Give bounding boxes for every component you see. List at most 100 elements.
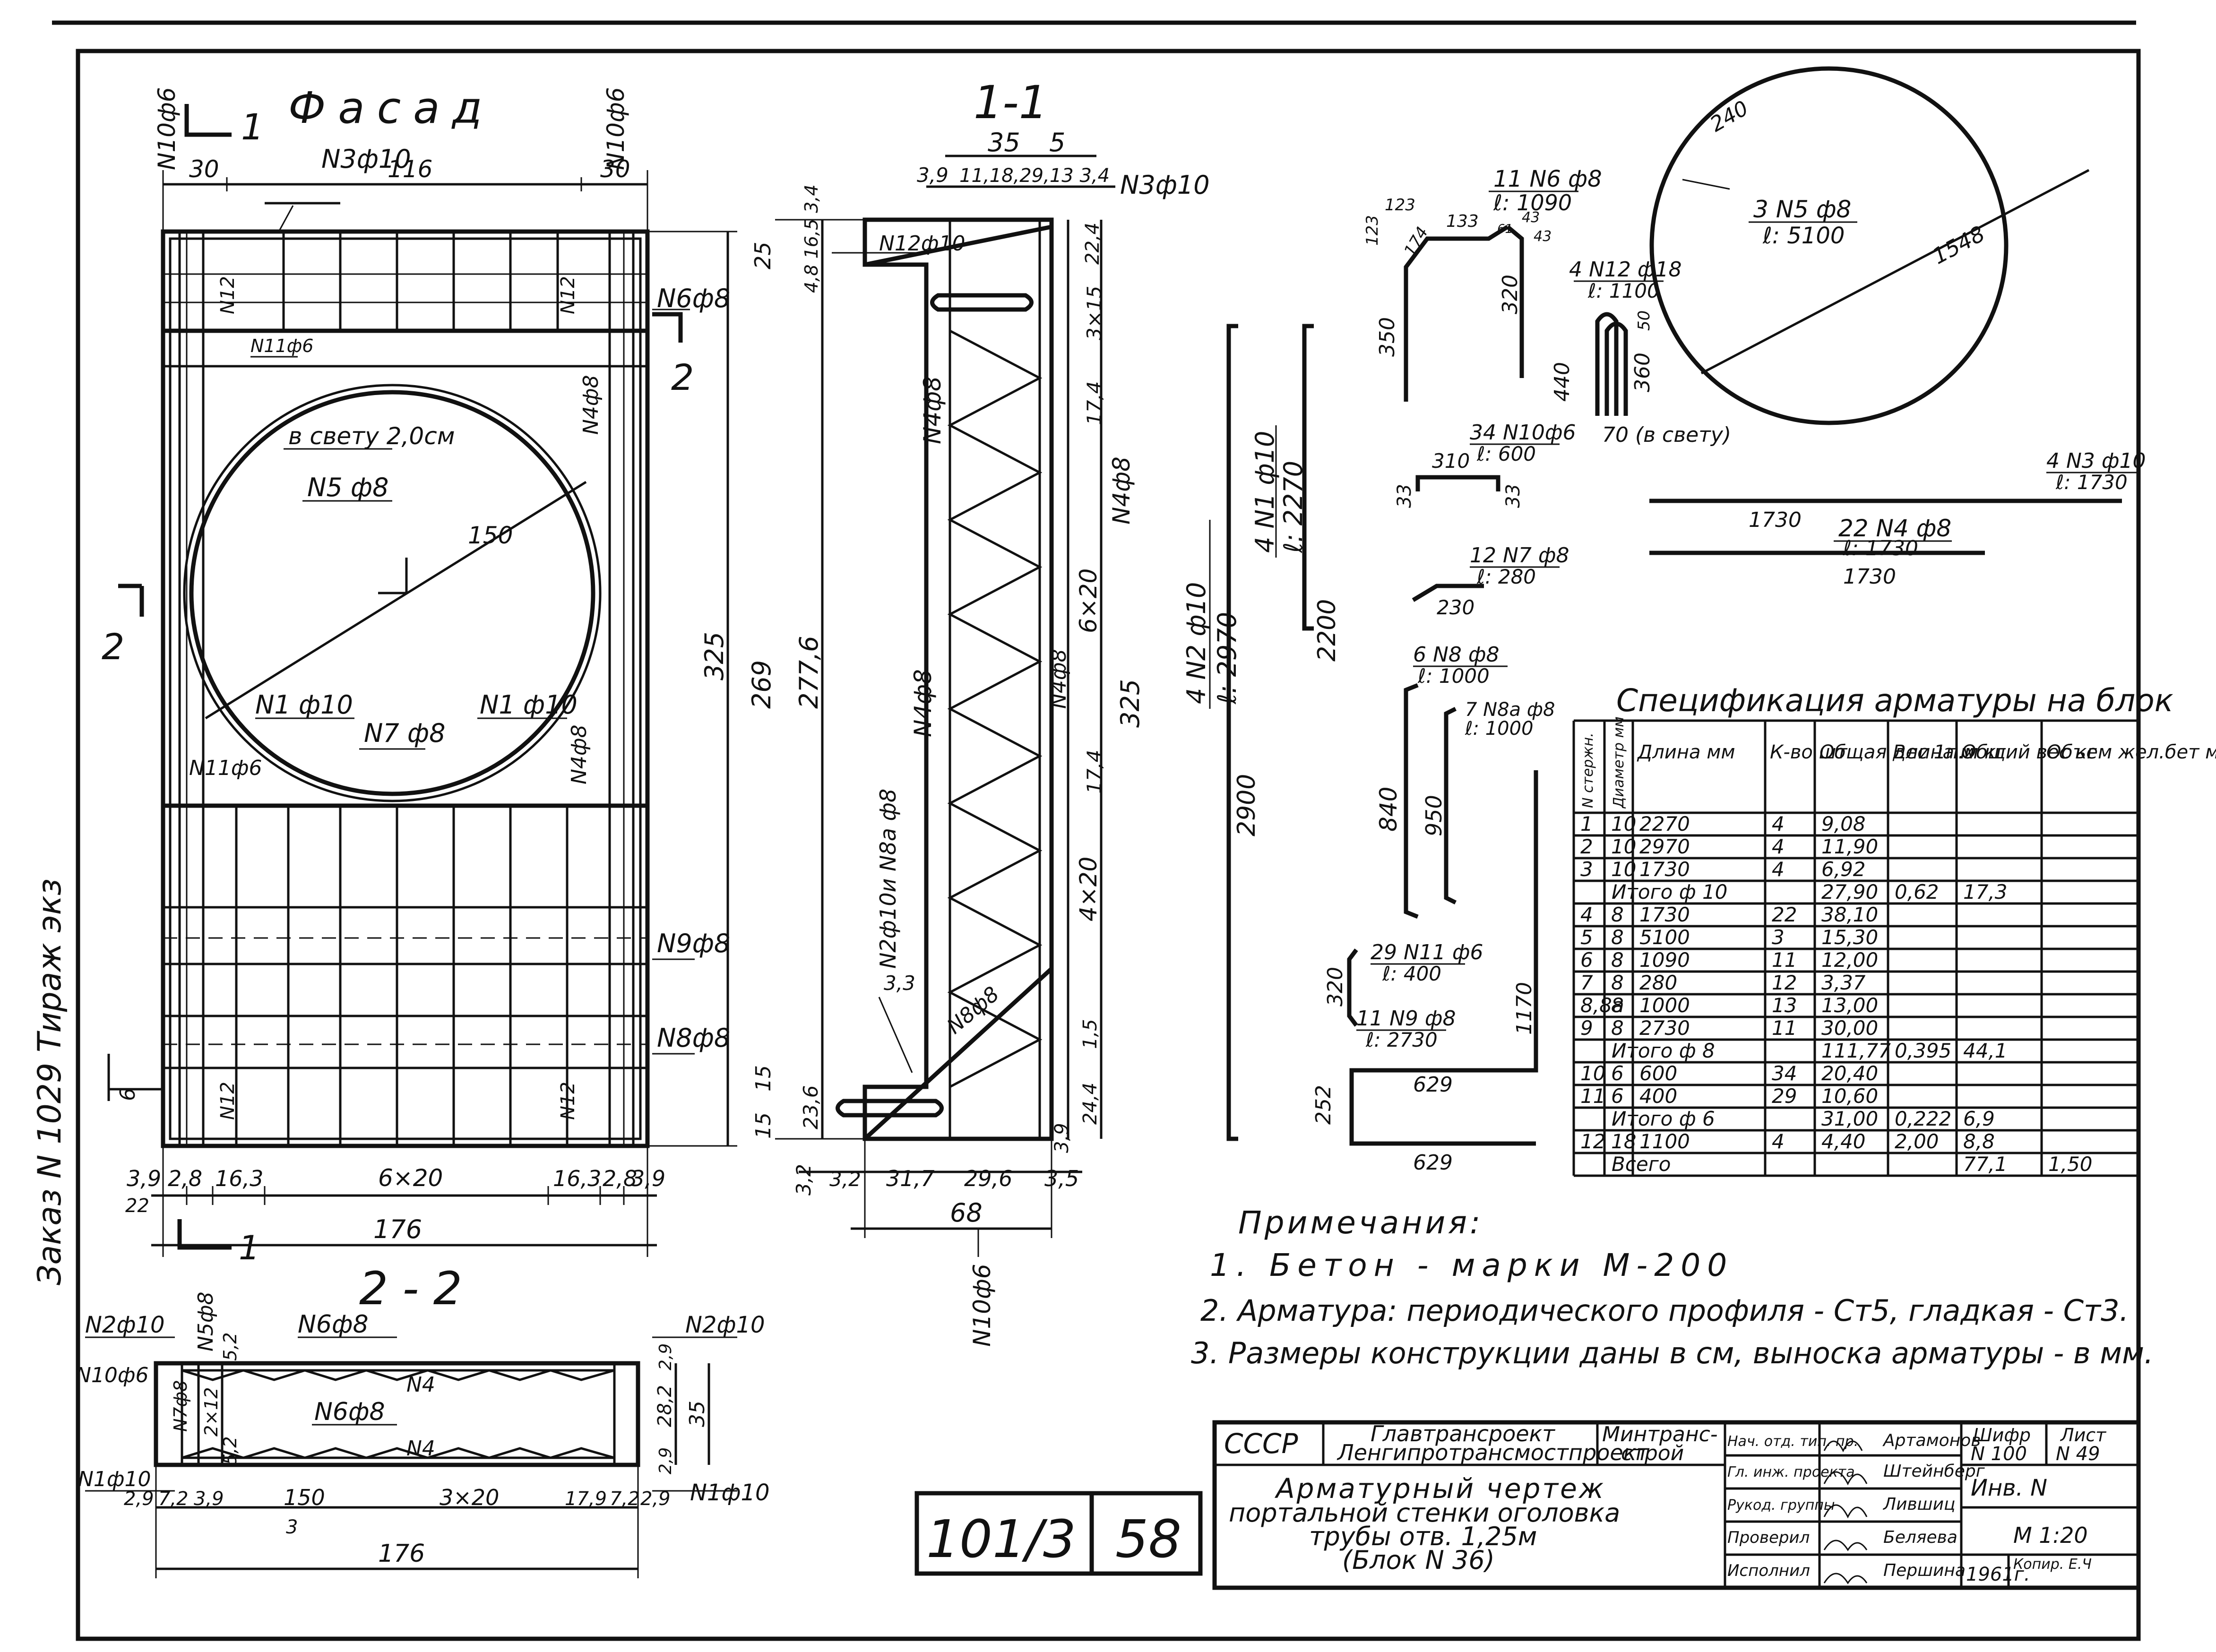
spec-cell: 1,50 [2048, 1153, 2093, 1176]
s11-dim-b-29-6: 29,6 [964, 1166, 1012, 1191]
sheet-number-box: 101/3 58 [914, 1491, 1203, 1576]
spec-header-2: Длина мм [1637, 741, 1735, 763]
title-block: СССР Главтрансроект Ленгипротрансмостпро… [1212, 1420, 2141, 1590]
bar-shape-n6-right [1506, 225, 1524, 378]
s22-dim-h-3x20: 3×20 [440, 1485, 499, 1510]
s11-dim-3-9: 3,9 [917, 163, 948, 187]
spec-cell: 280 [1639, 971, 1677, 994]
spec-header-3: К-во шт [1770, 741, 1848, 763]
section-2-2: 2 - 2 N2ф10 N5ф8 N10ф6 N7ф8 5,2 2×12 5,2 [76, 1262, 770, 1578]
bar-shape-n6 [1404, 225, 1509, 402]
tb-role-5: Исполнил [1727, 1561, 1810, 1580]
spec-cell: 3 [1580, 858, 1593, 881]
spec-cell: 12 [1772, 971, 1797, 994]
bar-n6-count: 11 N6 ф8 [1493, 166, 1602, 192]
s22-label-n7: N7ф8 [170, 1380, 191, 1432]
bar-shape-n9 [1349, 770, 1538, 1146]
bar-n5-dim-1: 1548 [1928, 221, 1989, 269]
spec-cell: 0,395 [1895, 1039, 1951, 1062]
label-n8: N8ф8 [657, 1023, 730, 1053]
notes: Примечания: 1. Бетон - марки М-200 2. Ар… [1191, 1205, 2154, 1370]
pipe-ring-bar [183, 384, 602, 802]
tb-role-3-name: Лившиц [1882, 1495, 1956, 1514]
dim-b-16-3-r: 16,3 [553, 1166, 601, 1191]
section-arrow-1-top [184, 104, 232, 137]
spec-cell: 6 [1580, 948, 1593, 972]
spec-cell: 27,90 [1821, 880, 1878, 903]
s11-label-n4-c: N4ф8 [909, 669, 937, 737]
bar-shape-n8a [1444, 706, 1457, 905]
spec-cell: 8 [1611, 948, 1624, 972]
bar-n7-length: ℓ: 280 [1476, 565, 1536, 588]
bar-n11-count: 29 N11 ф6 [1371, 940, 1483, 964]
dim-b-176: 176 [373, 1214, 422, 1244]
s22-dim-h-2-9-b: 2,9 [640, 1488, 671, 1510]
s11-label-n10-bottom: N10ф6 [968, 1264, 996, 1347]
spec-cell: 11 [1580, 1084, 1605, 1108]
s11-label-n12: N12ф10 [879, 232, 966, 256]
s22-label-n10: N10ф6 [76, 1363, 149, 1387]
spec-cell: 1000 [1639, 994, 1690, 1017]
bar-n8a-count: 7 N8а ф8 [1465, 699, 1555, 721]
title-block-frame [1212, 1420, 2141, 1590]
bar-n6-dim-7: 350 [1375, 317, 1399, 357]
tb-title-4: (Блок N 36) [1342, 1545, 1495, 1575]
s22-dim-5-2-a: 5,2 [220, 1333, 241, 1361]
spec-cell: 10 [1580, 1062, 1605, 1085]
spec-cell: 6,92 [1821, 858, 1866, 881]
bar-shape-n11 [1347, 948, 1358, 1027]
s11-dim-25: 25 [750, 241, 776, 269]
spec-cell: 12,00 [1821, 948, 1878, 972]
section-1-1-outline [862, 217, 1054, 1141]
spec-cell: 8,8 [1963, 1130, 1995, 1153]
s22-dim-2x12: 2×12 [201, 1387, 222, 1437]
bar-n7-count: 12 N7 ф8 [1470, 543, 1569, 568]
label-n12-tr: N12 [557, 276, 579, 314]
s22-dim-h-2-9-a: 2,9 [124, 1488, 154, 1510]
bar-n8-count: 6 N8 ф8 [1413, 643, 1500, 667]
pipe-opening-circle [189, 390, 595, 796]
spec-cell: 4 [1580, 903, 1593, 926]
bar-n9-length: ℓ: 2730 [1365, 1028, 1438, 1051]
s22-label-n2-right: N2ф10 [685, 1312, 765, 1338]
s22-dim-h-7-2-b: 7,2 [610, 1488, 640, 1510]
dim-b-6x20: 6×20 [378, 1164, 443, 1192]
s11-dim-b-3-5: 3,5 [1044, 1166, 1079, 1191]
s11-dim-269: 269 [747, 660, 776, 709]
label-n9: N9ф8 [657, 929, 730, 958]
bar-n1-count: 4 N1 ф10 [1250, 431, 1280, 553]
tb-org-1: Главтрансроект [1371, 1421, 1555, 1446]
s22-dim-28-2: 28,2 [654, 1385, 676, 1427]
s22-dim-h-17-9: 17,9 [565, 1488, 607, 1510]
bar-n12-length: ℓ: 1100 [1587, 279, 1660, 302]
s11-dim-b-68: 68 [950, 1198, 983, 1228]
s11-dim-3-9-r: 3,9 [1051, 1123, 1073, 1153]
label-n12-bl: N12 [217, 1082, 239, 1120]
dim-top-116: 116 [388, 155, 432, 183]
s11-dim-15-a: 15 [751, 1065, 776, 1092]
bar-n5-length: ℓ: 5100 [1762, 223, 1845, 249]
tb-role-5-name: Першина [1883, 1561, 1966, 1580]
spec-cell: 9,08 [1821, 812, 1866, 835]
spec-cell: 5100 [1639, 926, 1690, 949]
facade-outline [161, 229, 650, 1148]
s22-label-n5: N5ф8 [194, 1291, 218, 1351]
dim-side-mark: 6 [116, 1088, 140, 1101]
bar-n6-dim-5: 43 [1522, 209, 1540, 226]
bar-n8a-dim: 950 [1421, 795, 1447, 836]
label-in-light: в свету 2,0см [288, 422, 455, 450]
bar-n5-splice [1682, 179, 1730, 190]
spec-total-label: Итого ф 10 [1612, 880, 1727, 903]
sheet-page: 58 [1115, 1509, 1181, 1569]
spec-header-4: Общая длина м [1819, 741, 1975, 763]
tb-ministry-1: Минтранс- [1602, 1422, 1718, 1446]
tb-sheet-label: Лист [2060, 1425, 2107, 1446]
spec-cell: 5 [1580, 926, 1593, 949]
dim-b-3-9-l: 3,9 [127, 1166, 161, 1191]
spec-cell: 10 [1611, 812, 1636, 835]
bar-n12-dim-3: 50 [1635, 310, 1654, 331]
bar-n8-length: ℓ: 1000 [1417, 664, 1490, 688]
leader-s11-n8 [878, 997, 913, 1073]
tb-role-2-name: Штейнберг [1883, 1462, 1985, 1481]
bar-n7-dim: 230 [1437, 596, 1474, 619]
